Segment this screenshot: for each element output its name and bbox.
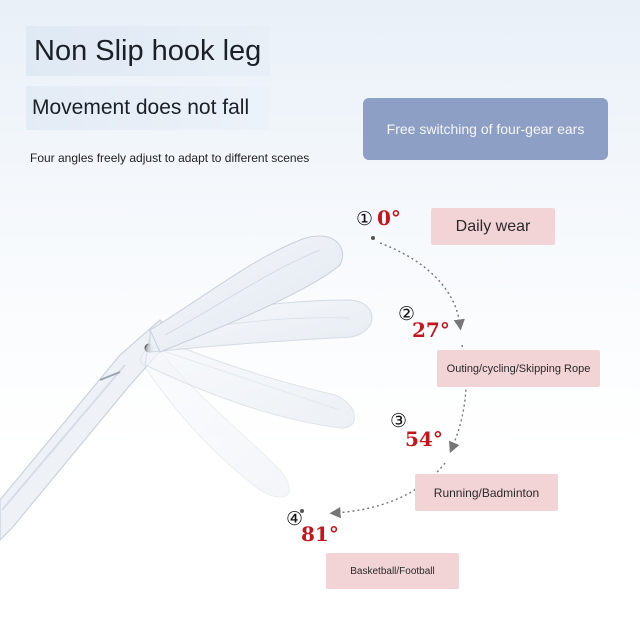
angle-label-4: 81° [301,522,339,546]
scene-label-1: Daily wear [431,208,555,245]
angle-label-1: 0° [377,206,401,230]
description-text: Four angles freely adjust to adapt to di… [30,151,310,165]
subtitle-banner: Movement does not fall [26,86,270,130]
position-number-4: ④ [286,508,304,530]
position-number-3: ③ [390,410,408,432]
scene-label-2: Outing/cycling/Skipping Rope [437,350,600,387]
position-number-1: ① [356,208,374,230]
scene-label-4: Basketball/Football [326,553,459,589]
ear-hook-0 [149,235,343,353]
angle-label-3: 54° [405,427,443,451]
feature-badge-label: Free switching of four-gear ears [386,121,585,137]
title-banner: Non Slip hook leg [26,26,270,76]
angle-label-2: 27° [412,318,450,342]
position-number-2: ② [398,303,416,325]
scene-label-3: Running/Badminton [415,474,558,511]
page-subtitle: Movement does not fall [32,96,250,119]
page-title: Non Slip hook leg [34,34,262,67]
feature-badge: Free switching of four-gear ears [363,98,608,160]
ear-hook-54 [144,334,355,429]
